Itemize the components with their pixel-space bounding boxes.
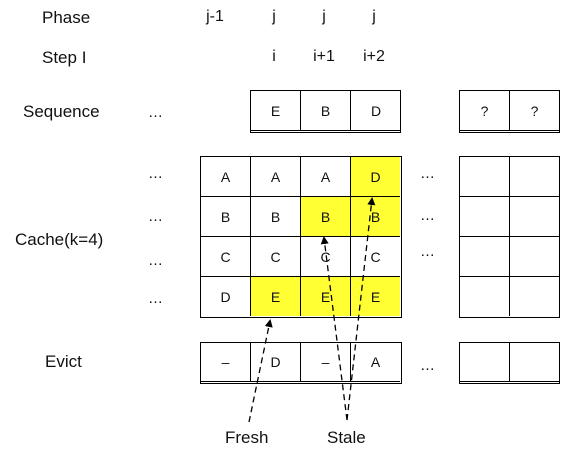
future-evict-cell <box>510 343 559 382</box>
cache-cell: D <box>201 277 251 316</box>
stale-arrow <box>320 236 348 421</box>
cache-grid: A A A D B B B B C C C C D E E E <box>200 156 402 318</box>
step-header: i <box>272 48 276 65</box>
evict-ellipsis: … <box>420 357 436 374</box>
cache-cell: A <box>301 157 351 197</box>
phase-header: j-1 <box>206 8 224 25</box>
cache-cell: B <box>301 197 351 237</box>
future-cache-cell <box>510 237 559 277</box>
cache-cell: E <box>301 277 351 316</box>
evict-grid: – D – A <box>200 342 402 384</box>
evict-cell: D <box>251 343 301 382</box>
cache-cell: B <box>251 197 301 237</box>
future-cache-cell <box>510 197 559 237</box>
evict-cell: A <box>351 343 400 382</box>
future-cache-cell <box>460 197 510 237</box>
cache-ellipsis: … <box>148 290 164 307</box>
phase-header: j <box>272 8 276 25</box>
stale-arrow <box>346 197 376 421</box>
cache-cell: E <box>251 277 301 316</box>
future-evict-cell <box>460 343 510 382</box>
step-header: i+1 <box>313 48 335 65</box>
cache-cell: B <box>201 197 251 237</box>
cache-cell: C <box>251 237 301 277</box>
sequence-grid: E B D <box>250 90 401 133</box>
phase-header: j <box>372 8 376 25</box>
sequence-cell: E <box>251 91 301 131</box>
future-sequence-grid: ? ? <box>459 90 560 133</box>
future-cache-cell <box>460 237 510 277</box>
future-sequence-cell: ? <box>510 91 559 131</box>
cache-ellipsis: … <box>148 165 164 182</box>
evict-cell: – <box>301 343 351 382</box>
phase-label: Phase <box>42 8 91 27</box>
sequence-cell: D <box>351 91 401 131</box>
future-cache-cell <box>510 157 559 197</box>
step-label: Step I <box>42 48 87 67</box>
cache-ellipsis: … <box>420 207 436 224</box>
cache-cell: D <box>351 157 400 197</box>
cache-label: Cache(k=4) <box>15 230 104 249</box>
cache-cell: C <box>201 237 251 277</box>
stale-label: Stale <box>327 428 366 447</box>
step-header: i+2 <box>363 48 385 65</box>
cache-ellipsis: … <box>420 165 436 182</box>
cache-ellipsis: … <box>148 252 164 269</box>
cache-ellipsis: … <box>420 243 436 260</box>
sequence-label: Sequence <box>23 102 100 121</box>
cache-cell: C <box>351 237 400 277</box>
future-cache-cell <box>460 277 510 316</box>
future-evict-grid <box>459 342 560 384</box>
fresh-arrow <box>248 319 273 423</box>
cache-cell: B <box>351 197 400 237</box>
sequence-cell: B <box>301 91 351 131</box>
future-sequence-cell: ? <box>460 91 510 131</box>
evict-label: Evict <box>45 352 82 371</box>
sequence-ellipsis: … <box>148 104 164 121</box>
fresh-label: Fresh <box>225 428 269 447</box>
phase-header: j <box>322 8 326 25</box>
cache-ellipsis: … <box>148 208 164 225</box>
cache-cell: A <box>251 157 301 197</box>
cache-cell: A <box>201 157 251 197</box>
future-cache-grid <box>459 156 560 318</box>
future-cache-cell <box>460 157 510 197</box>
cache-cell: C <box>301 237 351 277</box>
evict-cell: – <box>201 343 251 382</box>
